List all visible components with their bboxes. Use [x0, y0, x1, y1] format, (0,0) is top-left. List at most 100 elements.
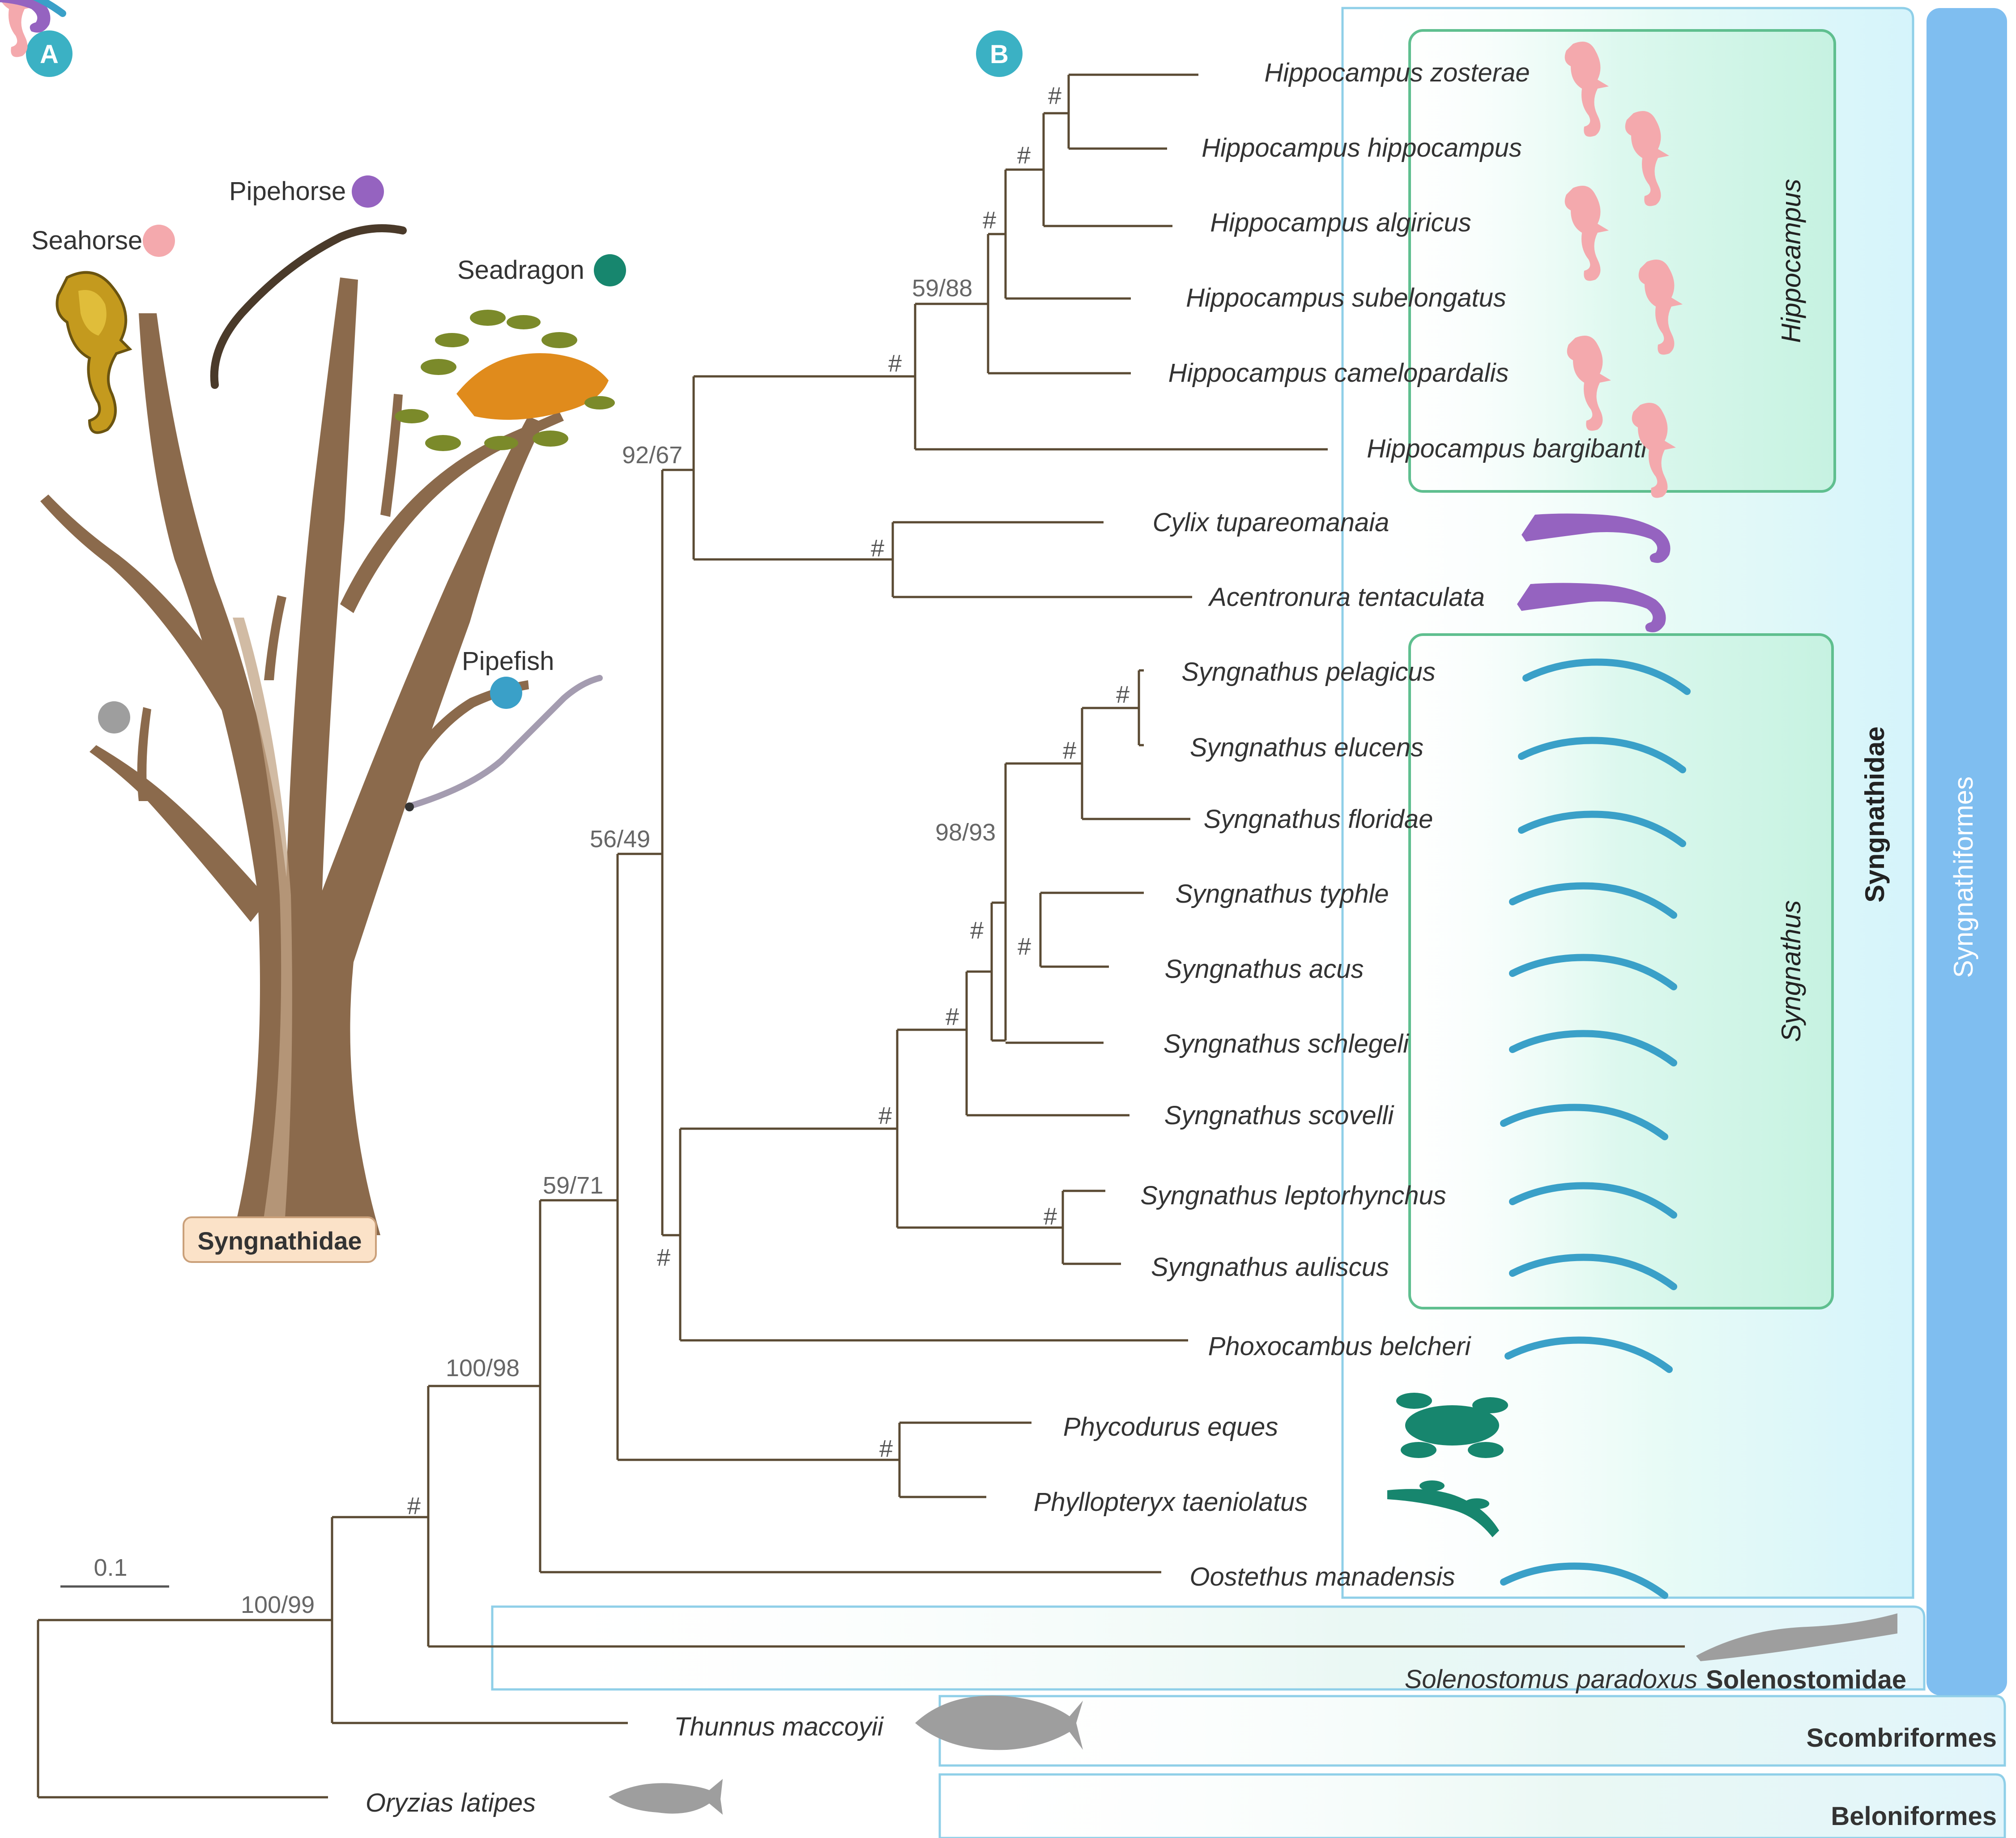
- taxon-label: Acentronura tentaculata: [1208, 583, 1485, 612]
- taxon-label: Syngnathus acus: [1165, 955, 1364, 984]
- solenostomidae-band: [491, 1605, 1926, 1691]
- hash-mark: #: [888, 350, 902, 377]
- taxon-label: Hippocampus subelongatus: [1186, 283, 1506, 312]
- taxon-label: Hippocampus camelopardalis: [1168, 358, 1509, 388]
- branch-left-twig: [137, 707, 151, 801]
- taxon-label: Syngnathus pelagicus: [1181, 657, 1436, 687]
- taxon-label: Phyllopteryx taeniolatus: [1034, 1488, 1308, 1517]
- seadragon-silhouette: [1396, 1393, 1508, 1458]
- hash-mark: #: [983, 207, 996, 234]
- taxon-label: Solenostomus paradoxus: [1405, 1665, 1698, 1694]
- hash-mark: #: [1063, 737, 1076, 764]
- scale-bar-label: 0.1: [94, 1554, 127, 1581]
- svg-text:B: B: [990, 40, 1009, 69]
- pipehorse-photo: [210, 224, 407, 389]
- hash-mark: #: [946, 1003, 959, 1030]
- scombriformes-band: [938, 1695, 2006, 1767]
- taxon-label: Syngnathus floridae: [1204, 805, 1433, 834]
- taxon-label: Oryzias latipes: [366, 1788, 536, 1817]
- hash-mark: #: [970, 917, 984, 944]
- taxon-label: Syngnathus schlegeli: [1164, 1029, 1410, 1058]
- tree-branches: [37, 73, 1685, 1799]
- clade-backgrounds: [491, 7, 2007, 1838]
- seadragon-silhouette: [1387, 1480, 1499, 1537]
- seahorse-dot: [143, 225, 175, 257]
- oryzias-silhouette: [609, 1779, 723, 1815]
- pipefish-type-label: Pipefish: [462, 647, 554, 676]
- seahorse-type-label: Seahorse: [31, 226, 142, 255]
- support-core-syngnathidae: 59/71: [543, 1172, 603, 1199]
- hash-mark: #: [657, 1244, 670, 1271]
- taxon-label: Hippocampus hippocampus: [1202, 133, 1522, 162]
- root-label-box: [183, 1216, 377, 1263]
- hippocampus-label: Hippocampus: [1776, 179, 1806, 343]
- branch-left-low: [90, 745, 269, 922]
- taxon-label: Phycodurus eques: [1063, 1412, 1278, 1441]
- solenostomus-silhouette: [1696, 1613, 1897, 1661]
- tree-trunk-highlight: [233, 618, 292, 1231]
- branch-right-twig: [380, 394, 403, 517]
- seadragon-dot: [594, 254, 626, 286]
- hash-mark: #: [1018, 933, 1031, 960]
- pipehorse-type-label: Pipehorse: [229, 177, 346, 206]
- seahorse-photo: [55, 271, 132, 434]
- hash-mark: #: [1044, 1203, 1057, 1230]
- taxon-label: Cylix tupareomanaia: [1153, 508, 1389, 537]
- branch-right-mid: [340, 412, 564, 613]
- thunnus-silhouette: [915, 1695, 1083, 1750]
- tree-trunk: [139, 277, 544, 1235]
- support-syngnathus-group: 98/93: [935, 819, 996, 846]
- syngnathidae-label: Syngnathidae: [1860, 726, 1890, 902]
- hash-mark: #: [1116, 681, 1129, 708]
- solenostomidae-label: Solenostomidae: [1706, 1665, 1906, 1694]
- taxon-label: Thunnus maccoyii: [674, 1712, 884, 1741]
- pipehorse-dot: [352, 175, 384, 208]
- hash-mark: #: [407, 1493, 421, 1519]
- syngnathiformes-label: Syngnathiformes: [1948, 776, 1978, 978]
- panel-a-badge: A: [26, 30, 72, 77]
- svg-text:A: A: [40, 40, 59, 69]
- taxon-label: Phoxocambus belcheri: [1208, 1332, 1472, 1361]
- seadragon-type-label: Seadragon: [457, 256, 584, 285]
- panel-b-badge: B: [976, 30, 1023, 77]
- hash-mark: #: [871, 535, 884, 562]
- taxon-label: Hippocampus bargibanti: [1367, 434, 1648, 463]
- support-seahorse-pipehorse: 92/67: [622, 442, 682, 469]
- taxon-label: Syngnathus scovelli: [1164, 1101, 1395, 1130]
- root-label: Syngnathidae: [197, 1227, 362, 1255]
- taxon-labels: Hippocampus zosterae Hippocampus hippoca…: [366, 58, 1697, 1817]
- hash-mark: #: [878, 1102, 892, 1129]
- support-syngnathidae: 100/98: [446, 1355, 520, 1382]
- seadragon-photo: [395, 310, 615, 451]
- taxon-label: Syngnathus elucens: [1190, 733, 1424, 762]
- beloniformes-label: Beloniformes: [1831, 1802, 1997, 1831]
- illustrated-tree: Syngnathidae Seahorse Pipehorse Seadrago…: [31, 175, 626, 1263]
- taxon-label: Hippocampus zosterae: [1264, 58, 1530, 87]
- pipehorse-silhouette: [0, 0, 51, 33]
- support-root: 100/99: [241, 1591, 315, 1618]
- outgroup-dot: [98, 701, 130, 733]
- outgroup-silhouettes: [609, 1613, 1897, 1815]
- silhouettes: [0, 0, 66, 57]
- taxon-label: Syngnathus leptorhynchus: [1140, 1181, 1446, 1210]
- beloniformes-band: [938, 1773, 2006, 1838]
- syngnathus-label: Syngnathus: [1776, 900, 1806, 1042]
- taxon-label: Hippocampus algiricus: [1210, 208, 1471, 237]
- pipefish-dot: [490, 677, 522, 709]
- support-mid-clade: 56/49: [590, 826, 650, 853]
- pipefish-photo: [405, 675, 603, 811]
- hash-mark: #: [1048, 82, 1061, 109]
- hash-mark: #: [879, 1435, 893, 1462]
- hash-mark: #: [1017, 142, 1031, 169]
- syngnathus-box: [1408, 633, 1834, 1309]
- branch-center-twig: [264, 595, 286, 680]
- support-hippo-ingroup: 59/88: [912, 275, 972, 302]
- scombriformes-label: Scombriformes: [1807, 1723, 1997, 1753]
- taxon-label: Syngnathus auliscus: [1151, 1253, 1389, 1282]
- support-values: 59/88 92/67 98/93 56/49 59/71 100/98 100…: [241, 82, 1129, 1618]
- taxon-label: Syngnathus typhle: [1175, 879, 1389, 908]
- hippocampus-box: [1408, 29, 1836, 493]
- taxon-label: Oostethus manadensis: [1189, 1562, 1455, 1591]
- seahorse-silhouette: [0, 0, 36, 57]
